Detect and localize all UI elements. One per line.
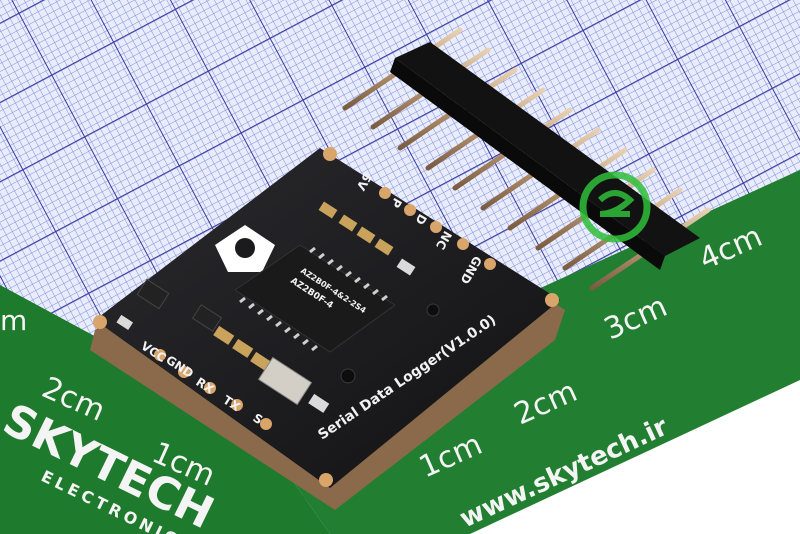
dfrobot-logo [215, 225, 275, 272]
pads [154, 187, 496, 430]
mounting-holes [93, 147, 559, 487]
smd-components [116, 201, 416, 413]
ic-chip: AZ2B0F-4 AZ2B0F-4&2-2S4 [234, 244, 396, 353]
board-holes [340, 303, 440, 384]
ruler-label-left: m [0, 304, 27, 337]
watermark-logo [579, 171, 651, 243]
